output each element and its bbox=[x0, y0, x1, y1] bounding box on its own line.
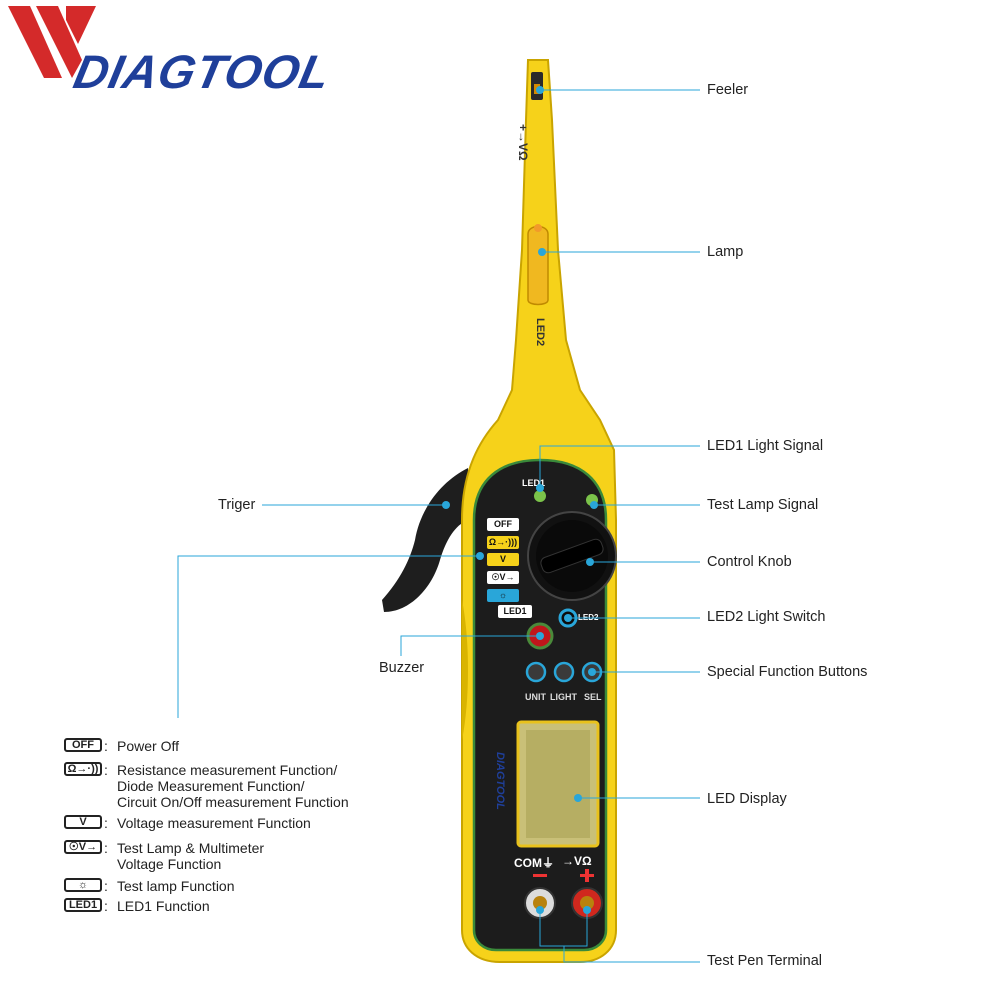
callout-test-pen-terminal: Test Pen Terminal bbox=[707, 953, 822, 969]
dial-label-1: Ω→·))) bbox=[487, 536, 519, 549]
com-terminal-label: COM⏚ bbox=[514, 856, 554, 870]
legend-text: LED1 Function bbox=[117, 898, 210, 914]
legend-text: Resistance measurement Function/ Diode M… bbox=[117, 762, 349, 810]
v-terminal-label: →VΩ bbox=[562, 854, 592, 868]
callout-test-lamp-signal: Test Lamp Signal bbox=[707, 497, 819, 513]
button-label-light: LIGHT bbox=[550, 692, 577, 702]
legend-icon: Ω→·)) bbox=[64, 762, 102, 776]
terminal-bracket bbox=[539, 910, 588, 947]
dial-label-3: ☉V→ bbox=[487, 571, 519, 584]
legend-colon: : bbox=[104, 815, 108, 831]
buzzer-leader bbox=[400, 635, 540, 656]
logo-mark bbox=[8, 6, 96, 78]
legend-text: Test Lamp & Multimeter Voltage Function bbox=[117, 840, 265, 872]
lamp-lens bbox=[527, 225, 549, 306]
legend-icon: V bbox=[64, 815, 102, 829]
grip-shade bbox=[462, 600, 468, 740]
legend-icon: ☉V→ bbox=[64, 840, 102, 854]
dial-label-0: OFF bbox=[487, 518, 519, 531]
legend-colon: : bbox=[104, 840, 108, 856]
led1-indicator bbox=[534, 490, 546, 502]
callout-buzzer: Buzzer bbox=[379, 660, 425, 676]
callout-lamp: Lamp bbox=[707, 244, 744, 260]
legend-colon: : bbox=[104, 762, 108, 778]
callout-feeler: Feeler bbox=[707, 82, 749, 98]
button-label-sel: SEL bbox=[584, 692, 602, 702]
led1-leader bbox=[539, 445, 700, 488]
knob-grip bbox=[540, 538, 604, 574]
legend-colon: : bbox=[104, 878, 108, 894]
callout-led2-light-switch: LED2 Light Switch bbox=[707, 609, 826, 625]
callout-special-function-buttons: Special Function Buttons bbox=[707, 664, 868, 680]
legend-colon: : bbox=[104, 738, 108, 754]
dial-label-2: V bbox=[487, 553, 519, 566]
legend-leader bbox=[177, 555, 480, 718]
dial-label-5: LED1 bbox=[498, 605, 532, 618]
legend-text: Test lamp Function bbox=[117, 878, 235, 894]
legend-text: Voltage measurement Function bbox=[117, 815, 311, 831]
legend-colon: : bbox=[104, 898, 108, 914]
legend-text: Power Off bbox=[117, 738, 179, 754]
callout-control-knob: Control Knob bbox=[707, 554, 792, 570]
terminal-leader bbox=[563, 946, 700, 963]
callout-triger: Triger bbox=[218, 497, 256, 513]
legend-icon: OFF bbox=[64, 738, 102, 752]
dial-label-4: ☼ bbox=[487, 589, 519, 602]
unit-button bbox=[525, 661, 547, 683]
light-button bbox=[553, 661, 575, 683]
legend-icon: LED1 bbox=[64, 898, 102, 912]
callout-led1-light-signal: LED1 Light Signal bbox=[707, 438, 824, 454]
legend-icon: ☼ bbox=[64, 878, 102, 892]
button-label-unit: UNIT bbox=[525, 692, 546, 702]
led1-label: LED1 bbox=[522, 478, 546, 488]
callout-led-display: LED Display bbox=[707, 791, 787, 807]
